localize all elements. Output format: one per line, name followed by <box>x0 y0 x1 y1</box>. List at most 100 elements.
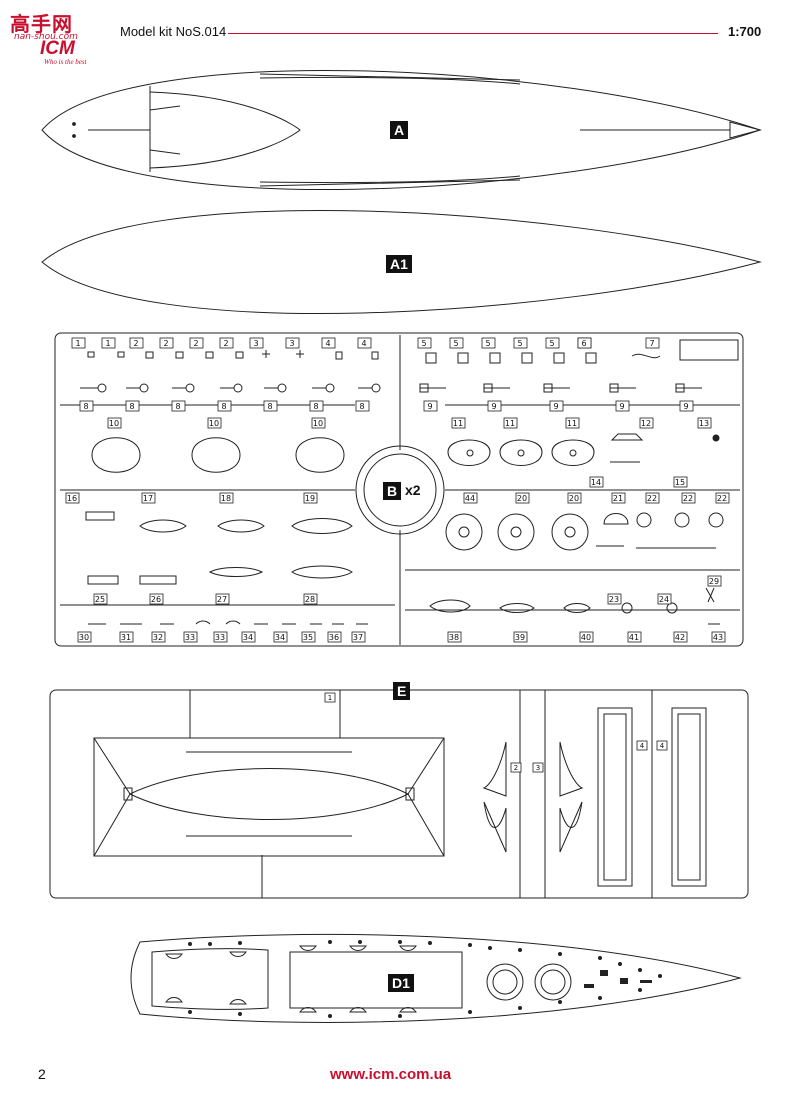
sprue-b-row4-parts <box>85 511 724 551</box>
sprue-number-label: 8 <box>221 402 226 411</box>
sprue-number-label: 21 <box>613 494 623 503</box>
sprue-e-number-tag <box>656 740 668 751</box>
sprue-e-number-tag <box>532 762 544 773</box>
sprue-number-tag <box>417 337 432 349</box>
sprue-number-tag <box>451 417 466 429</box>
sprue-number-tag <box>707 575 722 587</box>
sprue-e-number-tag <box>510 762 522 773</box>
sprue-number-label: 5 <box>421 339 426 348</box>
logo-url-text: nan-shou.com <box>14 32 78 42</box>
sprue-number-label: 34 <box>275 633 285 642</box>
sprue-number-label: 28 <box>305 595 315 604</box>
part-label-e: E <box>393 682 411 700</box>
logo-tagline: Who is the best <box>44 58 87 66</box>
sprue-number-tag <box>309 400 324 412</box>
deck-d1-outline <box>130 933 742 1023</box>
sprue-number-label: 29 <box>709 577 719 586</box>
sprue-number-label: 37 <box>353 633 363 642</box>
sprue-number-label: 18 <box>221 494 231 503</box>
sprue-number-tag <box>681 492 696 504</box>
sprue-number-label: 9 <box>553 402 558 411</box>
sprue-number-tag <box>657 593 672 605</box>
sprue-number-label: 11 <box>505 419 515 428</box>
sprue-b-row2-parts <box>80 383 702 393</box>
sprue-e-number-label: 1 <box>328 694 332 702</box>
sprue-number-tag <box>303 492 318 504</box>
website-link[interactable]: www.icm.com.ua <box>330 1066 452 1083</box>
sprue-number-tag <box>545 337 560 349</box>
sprue-number-label: 9 <box>619 402 624 411</box>
sprue-number-label: 31 <box>121 633 131 642</box>
sprue-number-label: 22 <box>683 494 693 503</box>
sprue-number-label: 32 <box>153 633 163 642</box>
sprue-e-frame <box>49 689 749 899</box>
sprue-number-tag <box>119 631 134 643</box>
sprue-number-label: 5 <box>485 339 490 348</box>
sprue-number-tag <box>589 476 604 488</box>
sprue-number-label: 8 <box>129 402 134 411</box>
sprue-e-number-label: 4 <box>640 742 645 750</box>
sprue-number-label: 1 <box>75 339 80 348</box>
sprue-b-row3-parts <box>91 433 720 473</box>
sprue-number-label: 36 <box>329 633 339 642</box>
sprue-number-label: 12 <box>641 419 651 428</box>
sprue-e-number-tag <box>324 692 336 703</box>
sprue-number-tag <box>107 417 122 429</box>
sprue-number-tag <box>93 593 108 605</box>
sprue-number-label: 20 <box>569 494 579 503</box>
sprue-number-label: 42 <box>675 633 685 642</box>
logo-cn-text: 高手网 <box>10 12 73 36</box>
sprue-number-label: 1 <box>105 339 110 348</box>
part-label-d1: D1 <box>388 974 414 992</box>
sprue-number-tag <box>65 492 80 504</box>
sprue-number-label: 2 <box>193 339 198 348</box>
kit-title: Model kit NoS.014 <box>120 24 227 39</box>
hull-a1-outline <box>41 210 762 314</box>
sprue-number-label: 40 <box>581 633 591 642</box>
sprue-number-tag <box>303 593 318 605</box>
sprue-number-tag <box>513 631 528 643</box>
sprue-number-label: 11 <box>567 419 577 428</box>
sprue-number-label: 8 <box>83 402 88 411</box>
sprue-b-row1-parts <box>87 350 661 364</box>
sprue-number-tag <box>213 631 228 643</box>
header-rule <box>228 33 718 34</box>
sprue-number-label: 23 <box>609 595 619 604</box>
sprue-number-label: 19 <box>305 494 315 503</box>
sprue-b-row6-parts <box>88 599 720 625</box>
sprue-number-tag <box>79 400 94 412</box>
sprue-number-label: 2 <box>133 339 138 348</box>
sprue-number-tag <box>673 476 688 488</box>
sprue-number-tag <box>301 631 316 643</box>
sprue-number-label: 44 <box>465 494 475 503</box>
sprue-number-tag <box>515 492 530 504</box>
sprue-number-label: 4 <box>361 339 366 348</box>
sprue-number-tag <box>447 631 462 643</box>
scale-label: 1:700 <box>728 24 762 39</box>
sprue-number-tag <box>549 400 564 412</box>
sprue-number-tag <box>567 492 582 504</box>
sprue-number-label: 11 <box>453 419 463 428</box>
sprue-number-label: 24 <box>659 595 669 604</box>
sprue-number-label: 38 <box>449 633 459 642</box>
sprue-number-tag <box>679 400 694 412</box>
sprue-number-tag <box>219 492 234 504</box>
sprue-number-tag <box>241 631 256 643</box>
sprue-number-label: 8 <box>267 402 272 411</box>
sprue-number-label: 5 <box>453 339 458 348</box>
sprue-number-tag <box>627 631 642 643</box>
sprue-number-tag <box>639 417 654 429</box>
sprue-number-tag <box>463 492 478 504</box>
sprue-number-tag <box>159 337 174 349</box>
sprue-number-tag <box>355 400 370 412</box>
sprue-number-tag <box>697 417 712 429</box>
sprue-number-label: 8 <box>359 402 364 411</box>
sprue-number-tag <box>645 492 660 504</box>
sprue-number-tag <box>607 593 622 605</box>
sprue-number-label: 27 <box>217 595 227 604</box>
sprue-number-tag <box>101 337 116 349</box>
sprue-number-label: 15 <box>675 478 685 487</box>
sprue-b-frame <box>54 332 744 647</box>
sprue-number-tag <box>129 337 144 349</box>
sprue-number-label: 22 <box>717 494 727 503</box>
